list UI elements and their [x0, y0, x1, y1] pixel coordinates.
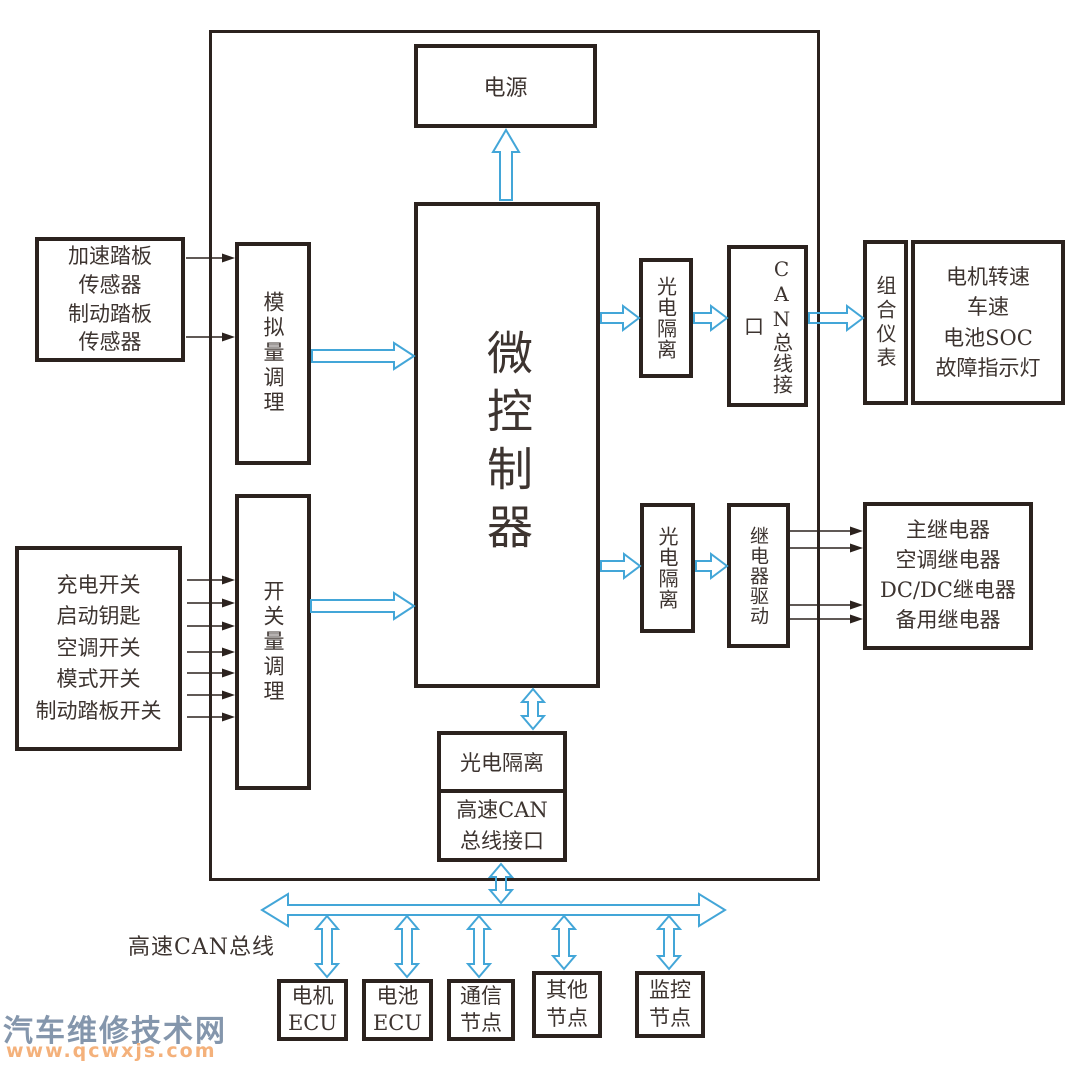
mcu-label: 微控制器 — [480, 329, 534, 561]
power-label: 电源 — [483, 76, 528, 101]
comm-node-box: 通信 节点 — [447, 979, 515, 1041]
instrument-cluster-box: 组合仪表 — [863, 240, 908, 405]
vcu-enclosure-outline — [209, 30, 820, 881]
cluster-display-box: 电机转速 车速 电池SOC 故障指示灯 — [911, 240, 1065, 405]
analog-conditioning-box: 模拟量调理 — [235, 242, 311, 465]
opto-isolation-2-box: 光电隔离 — [640, 503, 695, 633]
switch-conditioning-box: 开关量调理 — [235, 494, 311, 790]
hs-can-bus-label: 高速CAN总线 — [128, 935, 275, 960]
monitor-node-box: 监控 节点 — [635, 971, 705, 1038]
opto-isolation-2-label: 光电隔离 — [655, 526, 679, 610]
pedal-sensors-box: 加速踏板 传感器 制动踏板 传感器 — [35, 237, 185, 362]
relay-driver-box: 继电器驱动 — [727, 503, 790, 648]
opto-isolation-1-label: 光电隔离 — [653, 276, 678, 360]
relay-driver-label: 继电器驱动 — [747, 525, 769, 626]
motor-ecu-label: 电机 ECU — [287, 983, 338, 1035]
battery-ecu-label: 电池 ECU — [372, 983, 423, 1035]
relays-box: 主继电器 空调继电器 DC/DC继电器 备用继电器 — [863, 502, 1033, 650]
watermark-site-name: 汽车维修技术网 — [3, 1014, 227, 1049]
instrument-cluster-label: 组合仪表 — [873, 274, 897, 371]
bus-motor-ecu-arrow — [313, 914, 341, 979]
hs-can-interface-label: 高速CAN 总线接口 — [456, 798, 548, 853]
monitor-node-label: 监控 节点 — [649, 978, 691, 1030]
switch-conditioning-label: 开关量调理 — [261, 579, 285, 705]
can-bus-interface-box: CAN总线接口 — [727, 245, 808, 407]
switches-label: 充电开关 启动钥匙 空调开关 模式开关 制动踏板开关 — [35, 572, 162, 723]
bus-monitor-node-arrow — [655, 914, 683, 971]
switches-box: 充电开关 启动钥匙 空调开关 模式开关 制动踏板开关 — [15, 546, 182, 751]
bus-other-node-arrow — [550, 914, 578, 971]
watermark-site-url: www.qcwxjs.com — [6, 1040, 217, 1062]
cluster-display-label: 电机转速 车速 电池SOC 故障指示灯 — [935, 264, 1041, 380]
motor-ecu-box: 电机 ECU — [277, 979, 348, 1041]
pedal-sensors-label: 加速踏板 传感器 制动踏板 传感器 — [68, 243, 152, 355]
bus-comm-node-arrow — [465, 914, 493, 979]
bus-battery-ecu-arrow — [393, 914, 421, 979]
can-bus-interface-label: CAN总线接口 — [740, 257, 794, 395]
opto-isolation-3-box: 光电隔离 — [437, 731, 567, 793]
comm-node-label: 通信 节点 — [460, 983, 502, 1035]
battery-ecu-box: 电池 ECU — [362, 979, 433, 1041]
relays-label: 主继电器 空调继电器 DC/DC继电器 备用继电器 — [880, 518, 1016, 632]
other-node-label: 其他 节点 — [546, 978, 588, 1030]
analog-conditioning-label: 模拟量调理 — [261, 291, 285, 416]
opto-isolation-1-box: 光电隔离 — [639, 258, 693, 378]
hs-can-bus-arrow — [260, 892, 727, 928]
hs-can-interface-box: 高速CAN 总线接口 — [437, 789, 567, 862]
mcu-box: 微控制器 — [414, 202, 600, 688]
other-node-box: 其他 节点 — [532, 971, 602, 1038]
opto-isolation-3-label: 光电隔离 — [460, 751, 544, 775]
power-box: 电源 — [414, 44, 597, 128]
